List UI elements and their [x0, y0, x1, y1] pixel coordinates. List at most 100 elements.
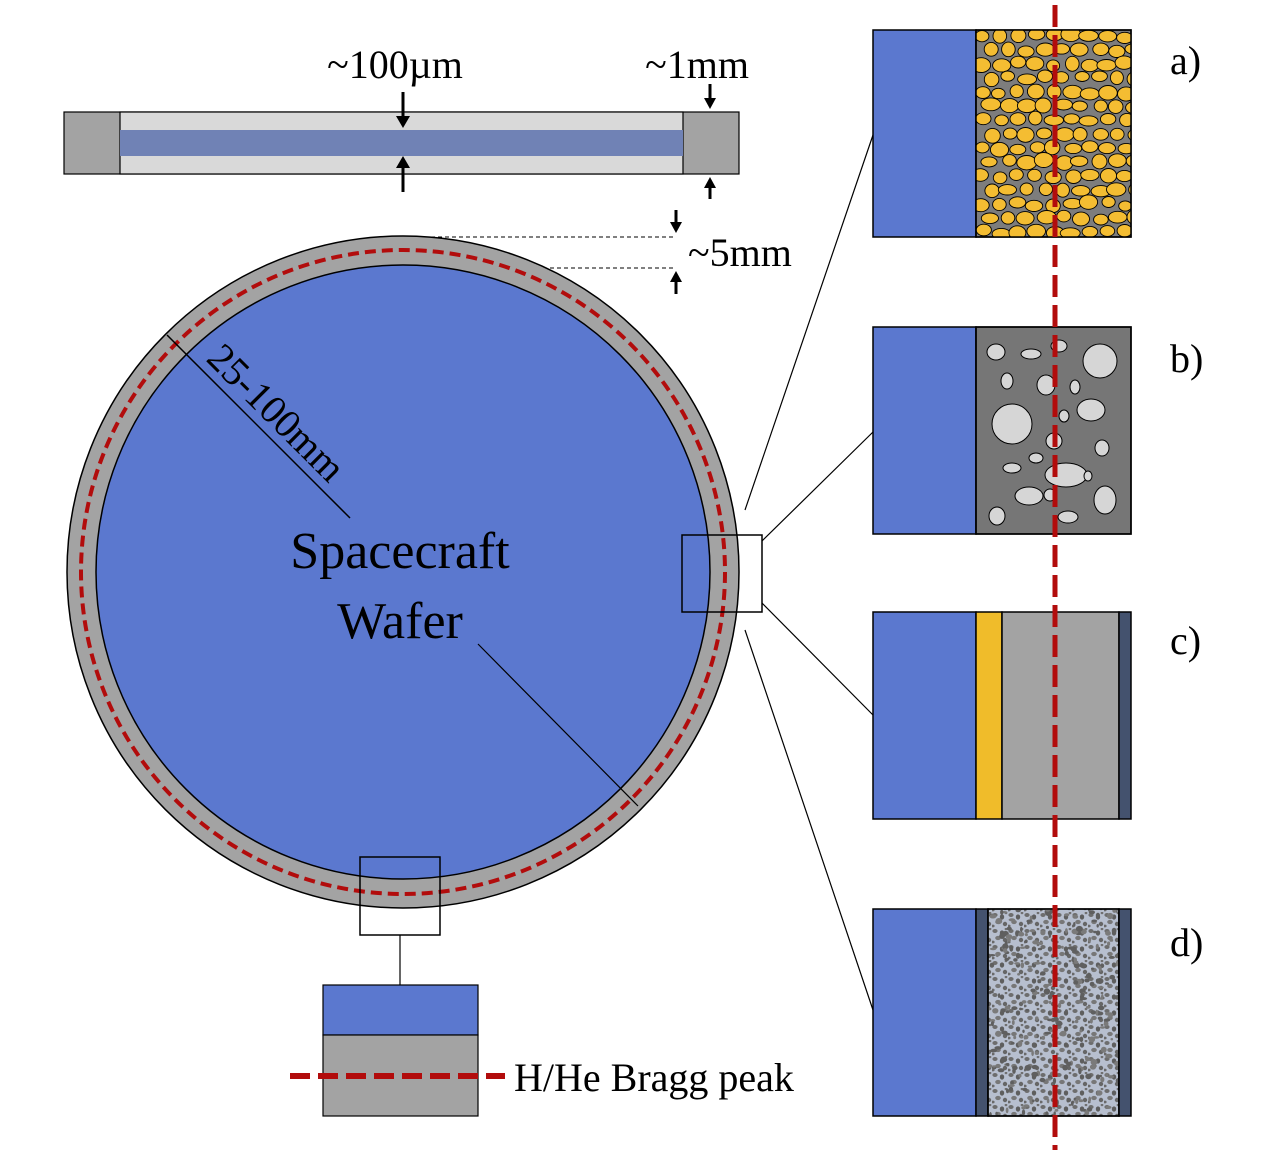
pellet	[1054, 127, 1075, 142]
speckle	[1021, 1106, 1026, 1110]
speckle	[1026, 919, 1033, 923]
legend-label: H/He Bragg peak	[514, 1055, 794, 1100]
speckle	[1040, 930, 1046, 936]
speckle	[1004, 957, 1010, 961]
speckle	[1047, 983, 1052, 986]
speckle	[1008, 918, 1016, 922]
speckle	[1006, 938, 1011, 942]
speckle	[992, 1008, 999, 1014]
pellet	[1109, 127, 1125, 141]
speckle	[997, 993, 1001, 998]
speckle	[988, 990, 994, 994]
pellet	[1093, 213, 1109, 226]
speckle	[1074, 1019, 1079, 1024]
speckle	[990, 1021, 994, 1027]
speckle	[1052, 1016, 1059, 1022]
pellet	[1116, 224, 1131, 237]
pellet	[1074, 71, 1090, 82]
speckle	[1031, 1042, 1038, 1048]
ring-width-dimension: ~5mm	[403, 210, 792, 294]
speckle	[1030, 988, 1036, 993]
speckle	[1099, 1026, 1106, 1029]
pellet	[1062, 84, 1083, 100]
speckle	[1064, 1009, 1068, 1014]
pellet	[976, 57, 992, 73]
speckle	[1098, 1005, 1105, 1011]
speckle	[1107, 1075, 1115, 1079]
bragg-peak-ring	[79, 248, 727, 896]
speckle	[1020, 962, 1025, 969]
speckle	[1072, 950, 1079, 954]
speckle	[1031, 947, 1036, 952]
pellet	[1119, 112, 1131, 128]
speckle	[1011, 1006, 1018, 1011]
speckle	[1091, 1058, 1094, 1064]
speckle	[1096, 978, 1104, 984]
speckle	[1088, 1096, 1092, 1103]
speckle	[1114, 995, 1119, 1000]
pellet	[1108, 153, 1127, 168]
speckle	[1075, 1037, 1081, 1041]
speckle	[1075, 925, 1083, 932]
pellet	[1037, 69, 1053, 83]
speckle	[1085, 1073, 1092, 1080]
pellet	[1010, 30, 1027, 44]
pellet	[1096, 59, 1117, 72]
speckle	[1039, 1077, 1046, 1083]
pellet	[1028, 110, 1043, 126]
speckle	[988, 1064, 993, 1068]
speckle	[1047, 1018, 1053, 1022]
pellet	[1002, 127, 1018, 140]
pellet	[1081, 225, 1099, 237]
speckle	[1014, 962, 1020, 965]
speckle	[1023, 1104, 1030, 1108]
speckle	[1018, 931, 1025, 937]
speckle	[1085, 1056, 1090, 1062]
pellet	[1065, 55, 1080, 72]
pellet	[1035, 42, 1056, 57]
pellet	[1016, 155, 1038, 171]
speckle	[1025, 1008, 1030, 1012]
speckle	[1021, 1109, 1026, 1116]
speckle	[1109, 974, 1116, 980]
panel-d-outer-layer	[1118, 908, 1132, 1117]
speckle	[1049, 1029, 1053, 1033]
pellet	[1099, 113, 1117, 126]
pellet	[1015, 211, 1035, 226]
speckle	[1005, 1063, 1009, 1066]
pellet	[1027, 30, 1046, 41]
pellet	[1060, 30, 1081, 43]
wafer-thickness-arrows	[396, 92, 410, 192]
speckle	[1098, 965, 1102, 972]
speckle	[1061, 945, 1064, 949]
pellet	[1098, 30, 1118, 43]
speckle	[1024, 1064, 1032, 1071]
panel-a-tag: a)	[1170, 38, 1201, 83]
ring-width-label: ~5mm	[688, 230, 792, 275]
pellet	[980, 97, 1002, 112]
pellet	[1098, 142, 1116, 155]
speckle	[1080, 997, 1088, 1001]
pellet	[1017, 73, 1038, 86]
pellet	[1029, 141, 1046, 154]
pellet	[983, 41, 999, 57]
speckle	[1089, 1064, 1097, 1070]
speckle	[1089, 1018, 1093, 1024]
pellet	[1069, 155, 1089, 167]
speckle	[1012, 1067, 1016, 1074]
speckle	[1075, 1098, 1079, 1105]
pellet	[1025, 56, 1045, 71]
speckle	[1079, 963, 1087, 968]
pellet	[1078, 194, 1099, 210]
speckle	[1097, 1011, 1104, 1016]
pellet	[1016, 98, 1038, 114]
pellet	[1055, 155, 1074, 171]
speckle	[1084, 1110, 1090, 1116]
speckle	[1095, 912, 1100, 918]
speckle	[1099, 997, 1104, 1000]
pellet	[1026, 223, 1046, 237]
pellet	[1027, 168, 1042, 182]
speckle	[1002, 943, 1009, 950]
speckle	[1096, 1090, 1103, 1096]
speckle	[1045, 1111, 1049, 1116]
